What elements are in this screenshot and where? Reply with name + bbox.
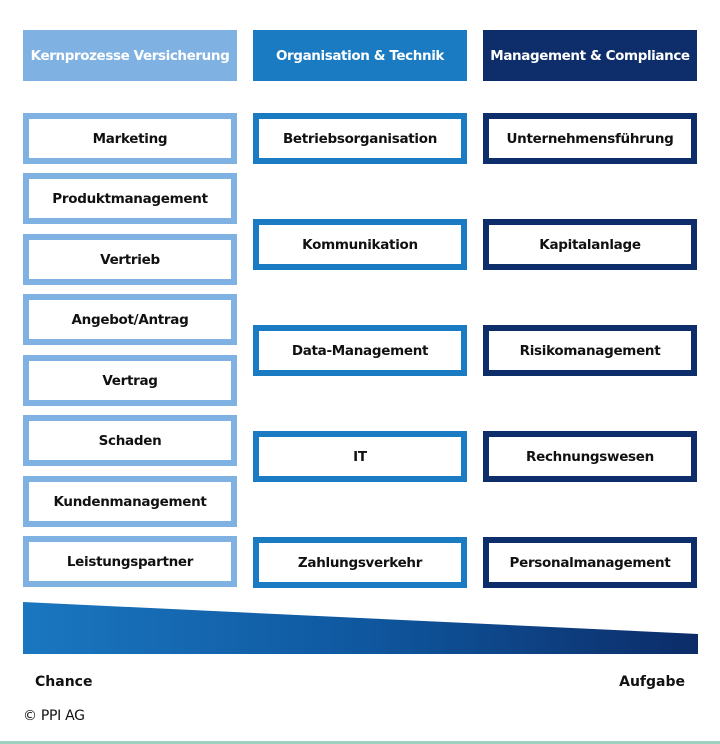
scale-label-chance: Chance xyxy=(35,674,93,690)
item-marketing: Marketing xyxy=(23,113,237,164)
item-rechnungswesen: Rechnungswesen xyxy=(483,431,697,482)
item-it: IT xyxy=(253,431,467,482)
item-data-management: Data-Management xyxy=(253,325,467,376)
item-schaden: Schaden xyxy=(23,415,237,466)
item-betriebsorganisation: Betriebsorganisation xyxy=(253,113,467,164)
item-vertrieb: Vertrieb xyxy=(23,234,237,285)
bottom-divider xyxy=(0,741,720,744)
header-kernprozesse-versicherung: Kernprozesse Versicherung xyxy=(23,30,237,81)
item-kapitalanlage: Kapitalanlage xyxy=(483,219,697,270)
header-management-compliance: Management & Compliance xyxy=(483,30,697,81)
item-zahlungsverkehr: Zahlungsverkehr xyxy=(253,537,467,588)
item-personalmanagement: Personalmanagement xyxy=(483,537,697,588)
item-leistungspartner: Leistungspartner xyxy=(23,536,237,587)
item-kommunikation: Kommunikation xyxy=(253,219,467,270)
item-kundenmanagement: Kundenmanagement xyxy=(23,476,237,527)
copyright-notice: © PPI AG xyxy=(23,708,85,724)
header-organisation-technik: Organisation & Technik xyxy=(253,30,467,81)
chance-aufgabe-wedge xyxy=(23,602,698,654)
item-angebot-antrag: Angebot/Antrag xyxy=(23,294,237,345)
item-vertrag: Vertrag xyxy=(23,355,237,406)
item-risikomanagement: Risikomanagement xyxy=(483,325,697,376)
item-unternehmensfuehrung: Unternehmensführung xyxy=(483,113,697,164)
item-produktmanagement: Produktmanagement xyxy=(23,173,237,224)
scale-label-aufgabe: Aufgabe xyxy=(619,674,685,690)
